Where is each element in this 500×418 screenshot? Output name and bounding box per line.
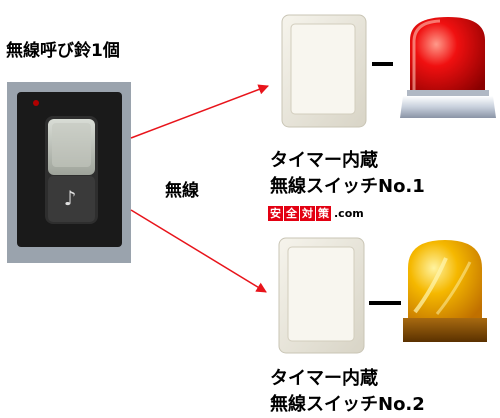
switch1-line2: 無線スイッチNo.1 <box>270 176 425 197</box>
wireless-label: 無線 <box>165 181 199 201</box>
arrow-to-switch2 <box>130 209 267 293</box>
switch1-line1: タイマー内蔵 <box>270 150 378 171</box>
arrow-to-switch1 <box>130 84 269 139</box>
logo-char: 策 <box>316 206 331 221</box>
switch2-line2: 無線スイッチNo.2 <box>270 394 425 415</box>
switch2-label: タイマー内蔵 無線スイッチNo.2 <box>270 366 425 418</box>
timer-switch-2 <box>274 233 370 358</box>
led-indicator <box>33 100 39 106</box>
red-revolving-light <box>400 17 496 118</box>
title: 無線呼び鈴1個 <box>6 41 120 61</box>
logo-char: 安 <box>268 206 283 221</box>
logo-char: 全 <box>284 206 299 221</box>
logo-suffix: .com <box>334 207 364 220</box>
yellow-revolving-light <box>403 240 487 342</box>
timer-switch-1 <box>276 10 372 133</box>
switch2-line1: タイマー内蔵 <box>270 368 378 389</box>
switch1-label: タイマー内蔵 無線スイッチNo.1 <box>270 148 425 200</box>
site-logo: 安 全 対 策 .com <box>268 206 364 221</box>
logo-char: 対 <box>300 206 315 221</box>
wireless-bell: ♪ <box>7 82 131 263</box>
music-note-icon: ♪ <box>64 186 77 210</box>
